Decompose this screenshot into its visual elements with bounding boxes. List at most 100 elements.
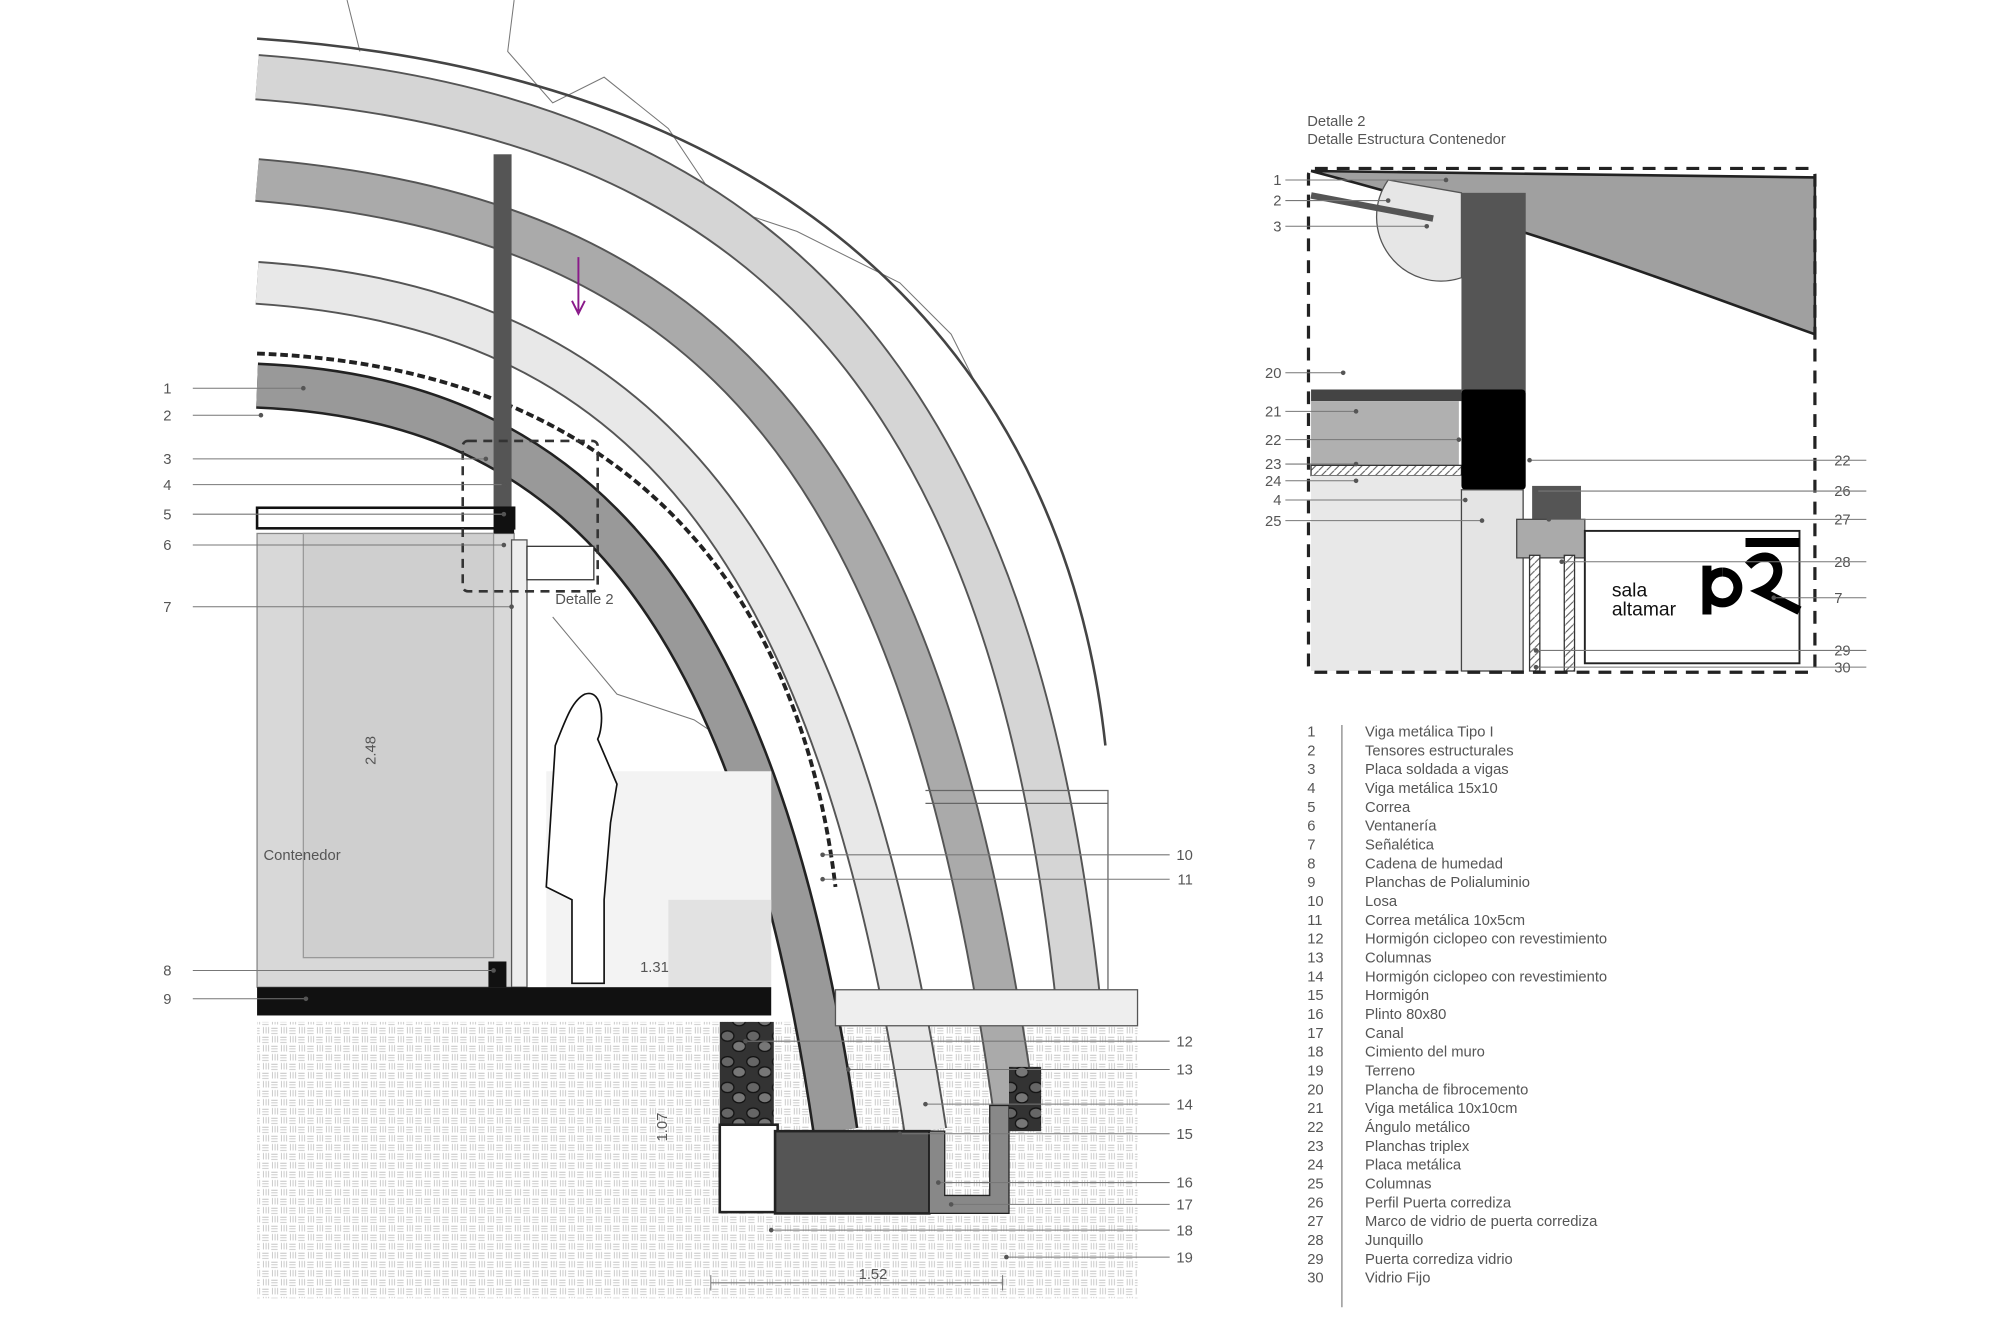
legend-number: 16 bbox=[1307, 1007, 1323, 1023]
legend-number: 9 bbox=[1307, 875, 1315, 891]
legend-number: 29 bbox=[1307, 1252, 1323, 1268]
leader-dot bbox=[897, 1131, 903, 1137]
detail-ref-label: Detalle 2 bbox=[555, 592, 613, 608]
legend-item: 9 Planchas de Polialuminio bbox=[1307, 875, 1530, 891]
legend-text: Canal bbox=[1365, 1026, 1404, 1042]
callout-number: 8 bbox=[163, 964, 171, 980]
callout-number: 3 bbox=[163, 452, 171, 468]
callout-number: 13 bbox=[1176, 1063, 1192, 1079]
legend-number: 24 bbox=[1307, 1158, 1323, 1174]
detail-2-frame bbox=[1306, 166, 1817, 674]
leader-dot bbox=[1340, 370, 1346, 376]
legend-number: 15 bbox=[1307, 988, 1323, 1004]
leader-dot bbox=[846, 1067, 851, 1072]
detail-subtitle: Detalle Estructura Contenedor bbox=[1307, 132, 1506, 148]
legend-text: Ángulo metálico bbox=[1365, 1119, 1470, 1136]
leader-dot bbox=[1353, 461, 1359, 467]
legend-text: Marco de vidrio de puerta corrediza bbox=[1365, 1214, 1598, 1230]
legend-number: 19 bbox=[1307, 1063, 1323, 1079]
legend-number: 27 bbox=[1307, 1214, 1323, 1230]
callout-number: 6 bbox=[163, 538, 171, 554]
detail-callout-number: 30 bbox=[1834, 660, 1850, 676]
legend-number: 20 bbox=[1307, 1082, 1323, 1098]
sala-altamar-logo bbox=[1702, 537, 1802, 615]
callout-number: 16 bbox=[1176, 1176, 1192, 1192]
detail-callout-number: 26 bbox=[1834, 484, 1850, 500]
legend-number: 4 bbox=[1307, 781, 1315, 797]
callout-number: 19 bbox=[1176, 1250, 1192, 1266]
legend-text: Placa soldada a vigas bbox=[1365, 762, 1509, 778]
callout-number: 15 bbox=[1176, 1127, 1192, 1143]
detail-callout-number: 24 bbox=[1265, 474, 1281, 490]
detail-callout-number: 22 bbox=[1265, 433, 1281, 449]
legend-number: 17 bbox=[1307, 1026, 1323, 1042]
legend-text: Terreno bbox=[1365, 1063, 1415, 1079]
legend-number: 11 bbox=[1307, 913, 1322, 929]
leader-dot bbox=[501, 542, 507, 548]
dimension-foundation-depth: 1.07 bbox=[655, 1113, 671, 1142]
dimension-foundation-width: 1.52 bbox=[859, 1267, 888, 1283]
leader-dot bbox=[301, 385, 306, 391]
leader-dot bbox=[1559, 559, 1565, 565]
legend-text: Viga metálica Tipo I bbox=[1365, 725, 1494, 741]
leader-dot bbox=[1004, 1254, 1009, 1260]
dimension-container-height: 2.48 bbox=[363, 736, 379, 765]
load-arrow bbox=[571, 257, 586, 316]
leader-dot bbox=[258, 412, 264, 418]
legend-number: 28 bbox=[1307, 1233, 1323, 1249]
legend-text: Señalética bbox=[1365, 838, 1435, 854]
legend-number: 3 bbox=[1307, 762, 1315, 778]
signage bbox=[526, 545, 595, 581]
leader-dot bbox=[1456, 437, 1462, 442]
wall-foundation-stone bbox=[719, 1021, 774, 1125]
legend-text: Hormigón ciclopeo con revestimiento bbox=[1365, 932, 1607, 948]
leader-dot bbox=[948, 1202, 954, 1207]
legend-number: 30 bbox=[1307, 1271, 1323, 1287]
legend-number: 23 bbox=[1307, 1139, 1323, 1155]
canal bbox=[928, 1104, 1010, 1215]
callout-number: 1 bbox=[163, 381, 171, 397]
legend-number: 25 bbox=[1307, 1176, 1323, 1192]
legend-number: 21 bbox=[1307, 1101, 1323, 1117]
detail-callout-number: 7 bbox=[1834, 591, 1842, 607]
leader-dot bbox=[1533, 664, 1539, 670]
container-label: Contenedor bbox=[263, 848, 340, 864]
legend-text: Planchas de Polialuminio bbox=[1365, 875, 1530, 891]
detail-callout-number: 2 bbox=[1273, 194, 1281, 210]
legend-text: Planchas triplex bbox=[1365, 1139, 1470, 1155]
leader-dot bbox=[820, 852, 825, 858]
detail-callout-number: 27 bbox=[1834, 512, 1850, 528]
plinth bbox=[718, 1123, 779, 1214]
legend-number: 6 bbox=[1307, 819, 1315, 835]
sign-text-line-1: sala bbox=[1612, 580, 1648, 601]
legend-item: 23 Planchas triplex bbox=[1307, 1139, 1470, 1155]
legend-number: 10 bbox=[1307, 894, 1323, 910]
leader-dot bbox=[820, 876, 825, 882]
callout-number: 5 bbox=[163, 507, 171, 523]
detail-callout-number: 29 bbox=[1834, 644, 1850, 660]
detail-callout-number: 1 bbox=[1273, 173, 1281, 189]
leader-dot bbox=[1462, 497, 1468, 503]
legend-number: 26 bbox=[1307, 1195, 1323, 1211]
callout-number: 2 bbox=[163, 408, 171, 424]
legend-text: Columnas bbox=[1365, 1176, 1431, 1192]
leader-dot bbox=[483, 456, 489, 462]
detail-callout-number: 21 bbox=[1265, 405, 1281, 421]
leader-dot bbox=[509, 604, 514, 610]
detail-callout-number: 3 bbox=[1273, 219, 1281, 235]
